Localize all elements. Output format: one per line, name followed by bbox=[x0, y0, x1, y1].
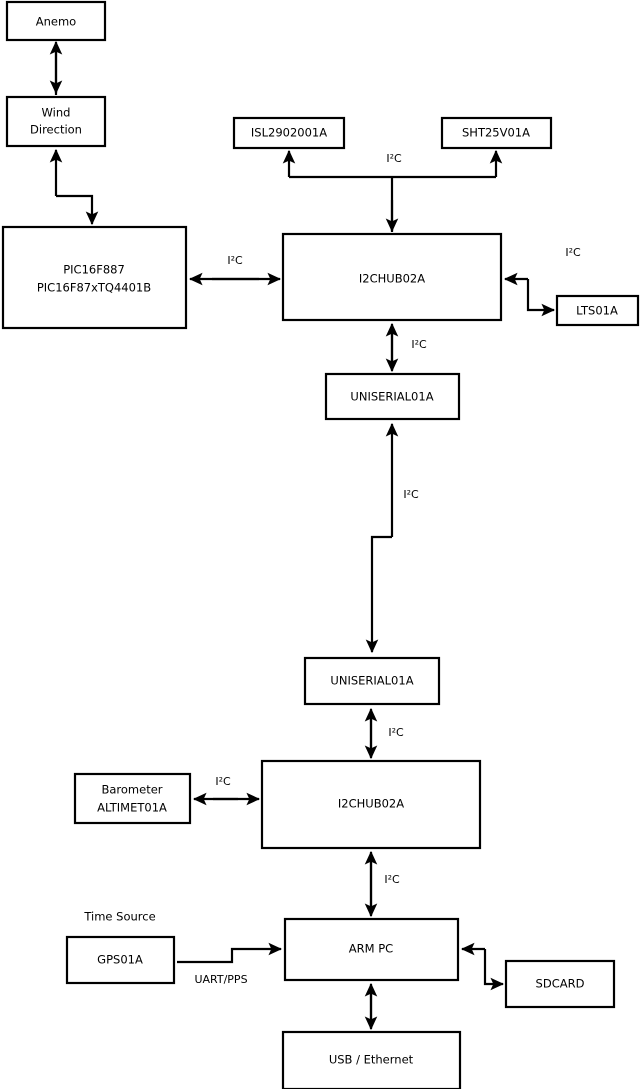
node-label-usb: USB / Ethernet bbox=[329, 1053, 414, 1067]
node-label-uniserial-top: UNISERIAL01A bbox=[350, 390, 433, 404]
edge-pic-hub: I²C bbox=[188, 254, 282, 286]
edge-hub-uniserial: I²C bbox=[385, 322, 427, 373]
node-label-arm-pc: ARM PC bbox=[349, 942, 393, 956]
node-usb-ethernet[interactable]: USB / Ethernet bbox=[281, 1030, 462, 1089]
edge-uniserial-hubbot: I²C bbox=[364, 707, 404, 760]
edge-line bbox=[177, 942, 283, 964]
node-label-isl: ISL2902001A bbox=[251, 126, 327, 140]
node-box[interactable] bbox=[504, 959, 616, 1009]
node-label-barometer-line1: Barometer bbox=[101, 783, 162, 797]
edge-line bbox=[526, 279, 556, 317]
node-isl2902001a[interactable]: ISL2902001A bbox=[232, 116, 346, 150]
node-box[interactable] bbox=[555, 294, 640, 327]
node-box[interactable] bbox=[440, 116, 553, 150]
edge-line bbox=[483, 949, 505, 991]
node-box[interactable] bbox=[281, 232, 503, 322]
edge-label-barometer-hubbot: I²C bbox=[215, 775, 231, 788]
edge-hubbot-armpc: I²C bbox=[364, 850, 400, 918]
node-label-lts: LTS01A bbox=[576, 304, 618, 318]
node-box[interactable] bbox=[324, 372, 461, 421]
node-box[interactable] bbox=[281, 1030, 462, 1089]
edge-gps-armpc: UART/PPS bbox=[177, 942, 283, 986]
edge-label-hub-sensors: I²C bbox=[386, 152, 402, 165]
node-gps01a[interactable]: GPS01A bbox=[65, 935, 176, 985]
node-box[interactable] bbox=[73, 772, 192, 825]
node-sdcard[interactable]: SDCARD bbox=[504, 959, 616, 1009]
edge-hub-sensors: I²C bbox=[282, 149, 503, 233]
edge-hub-lts: I²C bbox=[503, 246, 581, 317]
node-wind-direction[interactable]: Wind Direction bbox=[5, 95, 107, 148]
node-box[interactable] bbox=[1, 225, 188, 330]
edge-label-uniserial-hubbot: I²C bbox=[388, 726, 404, 739]
node-uniserial01a-top[interactable]: UNISERIAL01A bbox=[324, 372, 461, 421]
node-i2chub02a-bottom[interactable]: I2CHUB02A bbox=[260, 759, 482, 850]
node-box[interactable] bbox=[283, 917, 460, 982]
node-label-sht: SHT25V01A bbox=[462, 126, 530, 140]
node-barometer[interactable]: Barometer ALTIMET01A bbox=[73, 772, 192, 825]
node-box[interactable] bbox=[5, 95, 107, 148]
node-box[interactable] bbox=[5, 0, 107, 42]
node-box[interactable] bbox=[65, 935, 176, 985]
node-label-anemo: Anemo bbox=[36, 15, 76, 29]
node-label-barometer-line2: ALTIMET01A bbox=[97, 801, 167, 815]
node-label-pic-line2: PIC16F87xTQ4401B bbox=[37, 281, 151, 295]
edge-label-hubbot-armpc: I²C bbox=[384, 873, 400, 886]
node-label-wind-line2: Direction bbox=[30, 123, 82, 137]
node-uniserial01a-bottom[interactable]: UNISERIAL01A bbox=[303, 656, 441, 706]
node-box[interactable] bbox=[260, 759, 482, 850]
node-label-gps: GPS01A bbox=[97, 953, 143, 967]
node-label-uniserial-bottom: UNISERIAL01A bbox=[330, 674, 413, 688]
edge-label-uniserial-link: I²C bbox=[403, 488, 419, 501]
node-label-hub-bottom: I2CHUB02A bbox=[338, 797, 404, 811]
node-sht25v01a[interactable]: SHT25V01A bbox=[440, 116, 553, 150]
node-box[interactable] bbox=[303, 656, 441, 706]
edge-label-hub-uniserial: I²C bbox=[411, 338, 427, 351]
node-lts01a[interactable]: LTS01A bbox=[555, 294, 640, 327]
node-label-hub-top: I2CHUB02A bbox=[359, 272, 425, 286]
edge-barometer-hubbot: I²C bbox=[192, 775, 261, 806]
edge-label-gps-armpc: UART/PPS bbox=[194, 973, 247, 986]
edge-wind-pic bbox=[49, 148, 99, 226]
node-label-wind-line1: Wind bbox=[42, 106, 71, 120]
edge-armpc-sdcard bbox=[460, 942, 505, 991]
node-arm-pc[interactable]: ARM PC bbox=[283, 917, 460, 982]
edge-label-hub-lts: I²C bbox=[565, 246, 581, 259]
edge-uniserial-link: I²C bbox=[365, 422, 419, 654]
node-box[interactable] bbox=[232, 116, 346, 150]
node-label-sdcard: SDCARD bbox=[536, 977, 585, 991]
node-i2chub02a-top[interactable]: I2CHUB02A bbox=[281, 232, 503, 322]
edge-label-pic-hub: I²C bbox=[227, 254, 243, 267]
node-anemo[interactable]: Anemo bbox=[5, 0, 107, 42]
edge-line bbox=[365, 535, 392, 654]
node-label-pic-line1: PIC16F887 bbox=[63, 263, 125, 277]
edge-line bbox=[56, 194, 99, 226]
label-time-source: Time Source bbox=[83, 910, 155, 924]
node-pic-mcu[interactable]: PIC16F887 PIC16F87xTQ4401B bbox=[1, 225, 188, 330]
